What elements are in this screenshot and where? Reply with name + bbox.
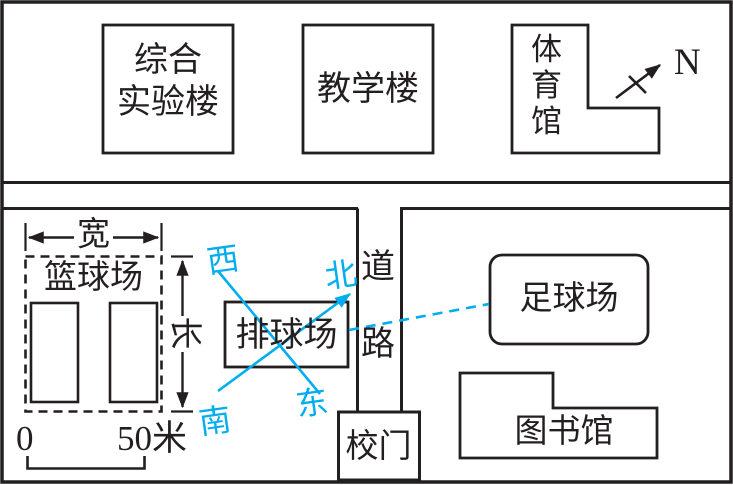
scale-bar-bracket (26, 456, 146, 470)
teaching-building-box (301, 23, 435, 155)
width-dimension-label: 宽 (77, 217, 110, 253)
length-dimension-label: 长 (166, 316, 202, 350)
lab-building-label: 综合 实验楼 (117, 42, 219, 121)
basketball-inner-rect-left (29, 301, 80, 404)
gymnasium-outline (510, 23, 661, 155)
north-arrow-icon (615, 63, 661, 100)
gymnasium-label: 体育馆 (531, 32, 562, 139)
volleyball-court-box (223, 300, 350, 369)
basketball-inner-rect-right (108, 301, 159, 404)
volleyball-court-label: 排球场 (235, 317, 338, 354)
library-outline (458, 371, 659, 460)
teaching-building-label: 教学楼 (317, 71, 419, 108)
compass-west-east-line (216, 270, 322, 395)
compass-south-label: 南 (196, 400, 234, 442)
road-label-top: 道 (361, 249, 395, 286)
scale-start-label: 0 (16, 419, 34, 458)
compass-west-label: 西 (204, 239, 242, 281)
volleyball-soccer-dashed-connector (348, 302, 490, 332)
basketball-court-label: 篮球场 (44, 260, 143, 296)
basketball-court-dashed-outline (24, 255, 163, 413)
compass-east-label: 东 (293, 382, 331, 424)
north-arrow-label: N (674, 42, 701, 83)
lab-building-box (101, 23, 235, 155)
school-gate-label: 校门 (345, 429, 412, 465)
compass-north-arrow (217, 292, 351, 393)
soccer-field-box (488, 253, 650, 346)
compass-north-label: 北 (322, 254, 360, 296)
school-gate-box (337, 410, 421, 482)
scale-end-label: 50米 (117, 419, 188, 458)
road-label-bottom: 路 (361, 326, 395, 363)
library-label: 图书馆 (514, 414, 614, 450)
north-arrow-tick (628, 75, 647, 94)
soccer-field-label: 足球场 (519, 281, 619, 317)
